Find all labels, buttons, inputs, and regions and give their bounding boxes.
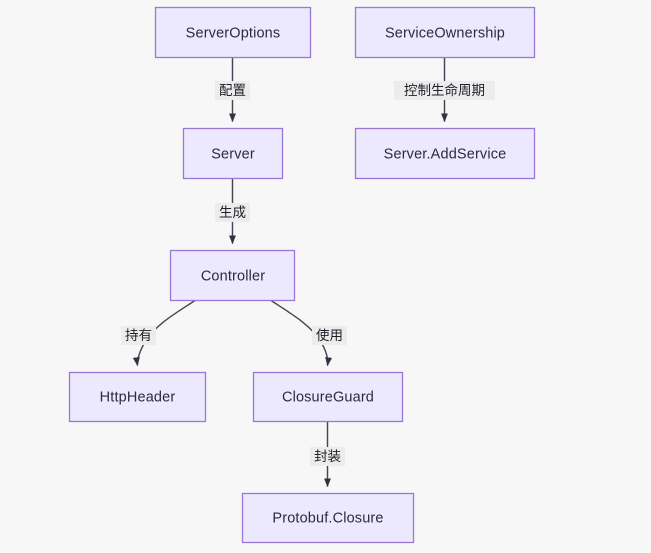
- node-closureguard[interactable]: ClosureGuard: [252, 371, 404, 423]
- edge-label-text-3: 生成: [219, 205, 246, 220]
- node-server[interactable]: Server: [182, 127, 284, 180]
- node-serveroptions-rect[interactable]: [154, 6, 312, 59]
- node-closureguard-rect[interactable]: [252, 371, 404, 423]
- node-server-label: Server: [211, 146, 255, 162]
- node-httpheader-label: HttpHeader: [100, 389, 176, 405]
- node-serveraddservice-label: Server.AddService: [384, 146, 507, 162]
- node-serviceownership-rect[interactable]: [354, 6, 536, 59]
- node-group: ServerOptions ServiceOwnership Server Se…: [68, 6, 536, 544]
- edge-label-server-controller: 生成: [215, 203, 250, 222]
- node-protobufclosure[interactable]: Protobuf.Closure: [241, 492, 415, 544]
- node-httpheader-rect[interactable]: [68, 371, 207, 423]
- edge-label-bg-6: [310, 447, 345, 466]
- edge-label-text-1: 配置: [219, 83, 246, 98]
- edge-label-text-2: 控制生命周期: [404, 82, 485, 98]
- node-controller-label: Controller: [201, 268, 265, 284]
- node-controller-rect[interactable]: [169, 249, 296, 302]
- node-serviceownership-label: ServiceOwnership: [385, 25, 505, 41]
- node-serveraddservice-rect[interactable]: [354, 127, 536, 180]
- edge-label-serveroptions-server: 配置: [215, 81, 250, 100]
- edge-label-bg-4: [121, 326, 156, 345]
- edge-label-controller-closureguard: 使用: [312, 326, 347, 345]
- node-protobufclosure-label: Protobuf.Closure: [272, 510, 383, 526]
- edge-label-controller-httpheader: 持有: [121, 326, 156, 345]
- edge-label-bg-2: [394, 81, 495, 100]
- edge-label-bg-1: [215, 81, 250, 100]
- node-closureguard-label: ClosureGuard: [282, 389, 374, 405]
- node-serveroptions[interactable]: ServerOptions: [154, 6, 312, 59]
- edge-label-text-6: 封装: [314, 449, 341, 464]
- edge-label-closureguard-protobufclosure: 封装: [310, 447, 345, 466]
- edge-label-bg-3: [215, 203, 250, 222]
- node-serviceownership[interactable]: ServiceOwnership: [354, 6, 536, 59]
- node-serveraddservice[interactable]: Server.AddService: [354, 127, 536, 180]
- node-serveroptions-label: ServerOptions: [186, 25, 281, 41]
- edge-label-serviceownership-serveraddservice: 控制生命周期: [394, 81, 495, 100]
- node-httpheader[interactable]: HttpHeader: [68, 371, 207, 423]
- node-controller[interactable]: Controller: [169, 249, 296, 302]
- node-protobufclosure-rect[interactable]: [241, 492, 415, 544]
- edge-label-text-4: 持有: [125, 328, 152, 343]
- node-server-rect[interactable]: [182, 127, 284, 180]
- edge-label-text-5: 使用: [316, 327, 343, 343]
- edge-label-bg-5: [312, 326, 347, 345]
- edge-label-group: 配置 控制生命周期 生成 持有 使用 封装: [121, 81, 495, 466]
